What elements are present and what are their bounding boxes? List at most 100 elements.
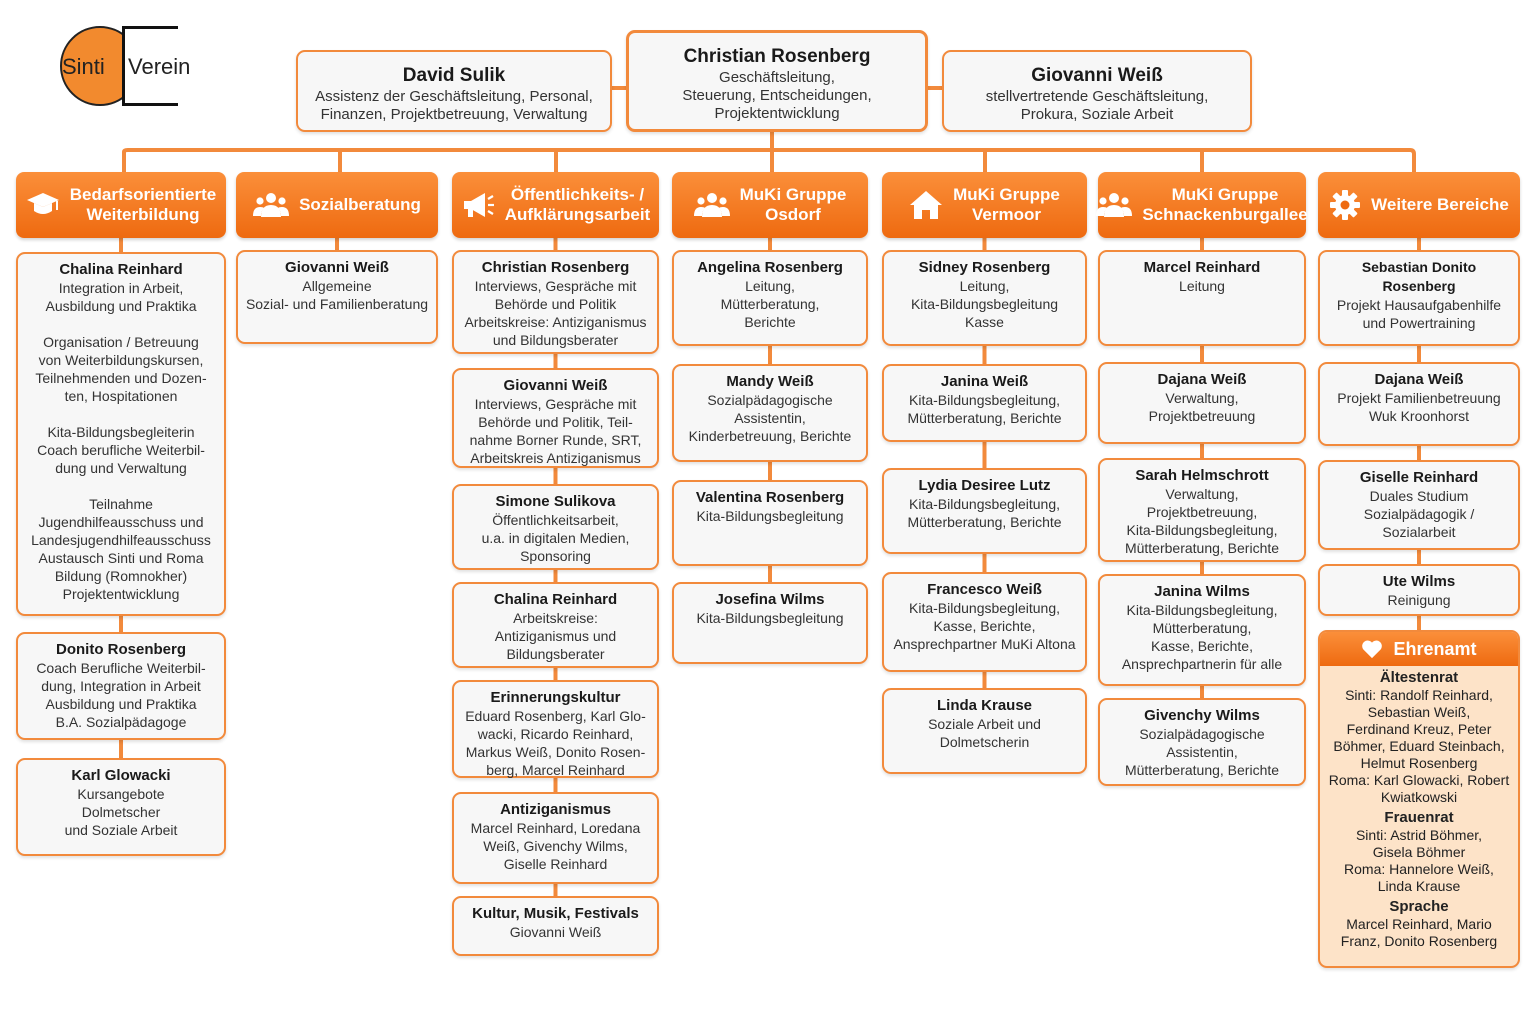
department-title: Bedarfsorientierte Weiterbildung xyxy=(69,185,217,224)
member-role: Coach Berufliche Weiterbil- dung, Integr… xyxy=(36,660,206,730)
member-role: Interviews, Gespräche mit Behörde und Po… xyxy=(469,396,642,466)
member-name: Francesco Weiß xyxy=(927,581,1042,598)
person-role: Assistenz der Geschäftsleitung, Personal… xyxy=(315,88,593,123)
ehrenamt-header: Ehrenamt xyxy=(1320,632,1518,666)
department-header: Weitere Bereiche xyxy=(1318,172,1520,238)
member-role: Arbeitskreise: Antiziganismus und Bildun… xyxy=(494,610,617,662)
member-name: Giovanni Weiß xyxy=(285,259,389,276)
member-role: Leitung xyxy=(1179,278,1225,294)
member-name: Karl Glowacki xyxy=(71,767,171,784)
department-title: MuKi Gruppe Vermoor xyxy=(953,185,1060,224)
person-name: David Sulik xyxy=(402,65,506,86)
member-name: Kultur, Musik, Festivals xyxy=(472,905,639,922)
member-name: Giselle Reinhard xyxy=(1359,469,1479,486)
member-name: Ute Wilms xyxy=(1382,573,1456,590)
megaphone-icon xyxy=(461,190,495,220)
person-name: Giovanni Weiß xyxy=(1031,65,1163,86)
member-name: Christian Rosenberg xyxy=(481,259,630,276)
member-role: Projekt Familienbetreuung Wuk Kroonhorst xyxy=(1337,390,1501,424)
member-role: Kita-Bildungsbegleitung, Mütterberatung,… xyxy=(907,496,1062,530)
department-title: Öffentlichkeits- / Aufklärungsarbeit xyxy=(504,185,651,224)
member-role: Duales Studium Sozialpädagogik / Soziala… xyxy=(1363,488,1475,540)
member-name: Sidney Rosenberg xyxy=(918,259,1051,276)
member-role: Kita-Bildungsbegleitung xyxy=(696,508,844,524)
member-role: Sozialpädagogische Assistentin, Kinderbe… xyxy=(688,392,852,444)
member-name: Sebastian Donito Rosenberg xyxy=(1361,259,1477,294)
member-role: Giovanni Weiß xyxy=(509,924,602,940)
department-title: MuKi Gruppe Osdorf xyxy=(739,185,847,224)
ehrenamt-section-aeltestenrat: Ältestenrat Sinti: Randolf Reinhard, Seb… xyxy=(1320,669,1518,806)
graduation-cap-icon xyxy=(26,190,60,220)
member-role: Öffentlichkeitsarbeit, u.a. in digitalen… xyxy=(481,512,630,564)
member-name: Giovanni Weiß xyxy=(503,377,608,394)
member-role: Reinigung xyxy=(1387,592,1451,608)
top-box-assistant: David Sulik Assistenz der Geschäftsleitu… xyxy=(296,50,612,132)
member-name: Linda Krause xyxy=(936,697,1033,714)
ehrenamt-section-frauenrat: Frauenrat Sinti: Astrid Böhmer, Gisela B… xyxy=(1320,809,1518,895)
section-title: Frauenrat xyxy=(1384,809,1454,826)
member-name: Erinnerungskultur xyxy=(490,689,621,706)
member-role: Projekt Hausaufgabenhilfe und Powertrain… xyxy=(1336,297,1502,331)
member-name: Janina Wilms xyxy=(1154,583,1250,600)
member-name: Marcel Reinhard xyxy=(1143,259,1261,276)
department-title: MuKi Gruppe Schnackenburgallee xyxy=(1142,185,1308,224)
member-role: Soziale Arbeit und Dolmetscherin xyxy=(928,716,1041,750)
member-name: Sarah Helmschrott xyxy=(1135,467,1269,484)
section-title: Ältestenrat xyxy=(1379,669,1459,686)
people-icon xyxy=(693,191,730,219)
department-header: Öffentlichkeits- / Aufklärungsarbeit xyxy=(452,172,659,238)
member-name: Donito Rosenberg xyxy=(56,641,186,658)
logo-bracket xyxy=(122,26,178,106)
member-name: Chalina Reinhard xyxy=(493,591,618,608)
section-text: Sinti: Astrid Böhmer, Gisela Böhmer Roma… xyxy=(1344,827,1494,894)
member-role: Leitung, Kita-Bildungsbegleitung Kasse xyxy=(910,278,1059,330)
member-role: Integration in Arbeit, Ausbildung und Pr… xyxy=(31,280,211,602)
section-text: Marcel Reinhard, Mario Franz, Donito Ros… xyxy=(1340,916,1498,949)
member-role: Kita-Bildungsbegleitung, Kasse, Berichte… xyxy=(893,600,1076,652)
member-name: Givenchy Wilms xyxy=(1144,707,1260,724)
member-role: Allgemeine Sozial- und Familienberatung xyxy=(245,278,429,312)
member-name: Angelina Rosenberg xyxy=(697,259,843,276)
logo-word-verein: Verein xyxy=(128,54,191,79)
member-name: Lydia Desiree Lutz xyxy=(918,477,1051,494)
member-role: Verwaltung, Projektbetreuung xyxy=(1148,390,1256,424)
member-name: Antiziganismus xyxy=(500,801,611,818)
logo-word-sinti: Sinti xyxy=(62,54,105,79)
person-role: stellvertretende Geschäftsleitung, Proku… xyxy=(985,88,1209,123)
department-header: MuKi Gruppe Vermoor xyxy=(882,172,1087,238)
member-role: Marcel Reinhard, Loredana Weiß, Givenchy… xyxy=(470,820,641,872)
member-name: Dajana Weiß xyxy=(1374,371,1464,388)
ehrenamt-section-sprache: Sprache Marcel Reinhard, Mario Franz, Do… xyxy=(1320,898,1518,950)
member-role: Eduard Rosenberg, Karl Glo- wacki, Ricar… xyxy=(465,708,646,778)
top-box-deputy: Giovanni Weiß stellvertretende Geschäfts… xyxy=(942,50,1252,132)
section-text: Sinti: Randolf Reinhard, Sebastian Weiß,… xyxy=(1328,687,1510,805)
person-role: Geschäftsleitung, Steuerung, Entscheidun… xyxy=(682,69,872,122)
house-icon xyxy=(909,189,943,221)
member-name: Janina Weiß xyxy=(940,373,1029,390)
logo: Sinti Verein xyxy=(56,24,196,112)
member-name: Josefina Wilms xyxy=(715,591,825,608)
department-title: Sozialberatung xyxy=(299,195,421,214)
member-role: Leitung, Mütterberatung, Berichte xyxy=(720,278,820,330)
section-title: Sprache xyxy=(1389,898,1449,915)
